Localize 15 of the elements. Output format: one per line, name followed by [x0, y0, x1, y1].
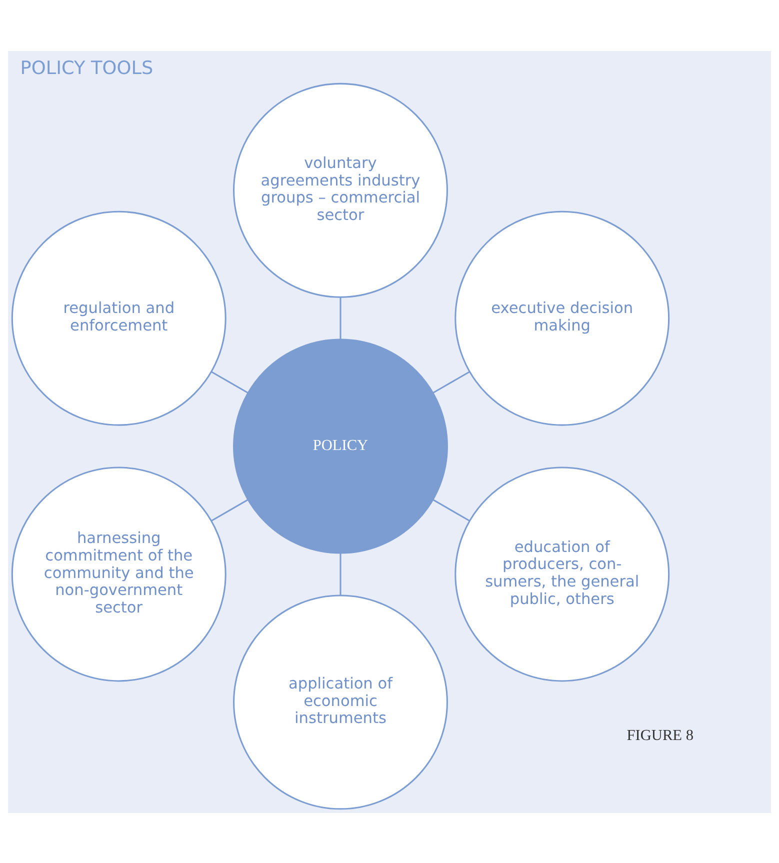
node-circle: executive decision making	[454, 210, 670, 426]
node-circle: harnessing commitment of the community and the non-government sector	[11, 466, 226, 682]
label: FIGURE 8	[626, 726, 694, 744]
connector	[340, 552, 342, 595]
connector	[432, 370, 470, 393]
connector	[211, 498, 248, 521]
node-circle: regulation and enforcement	[11, 210, 226, 426]
connector	[211, 370, 248, 393]
node-circle: POLICY	[233, 338, 448, 554]
connector	[432, 498, 470, 521]
diagram-title: POLICY TOOLS	[20, 57, 154, 78]
node-circle: voluntary agreements industry groups – commercial sector	[233, 82, 448, 298]
connector	[340, 296, 342, 339]
node-circle: education of producers, con- sumers, the general public, others	[454, 466, 670, 682]
node-circle: application of economic instruments	[233, 594, 448, 810]
